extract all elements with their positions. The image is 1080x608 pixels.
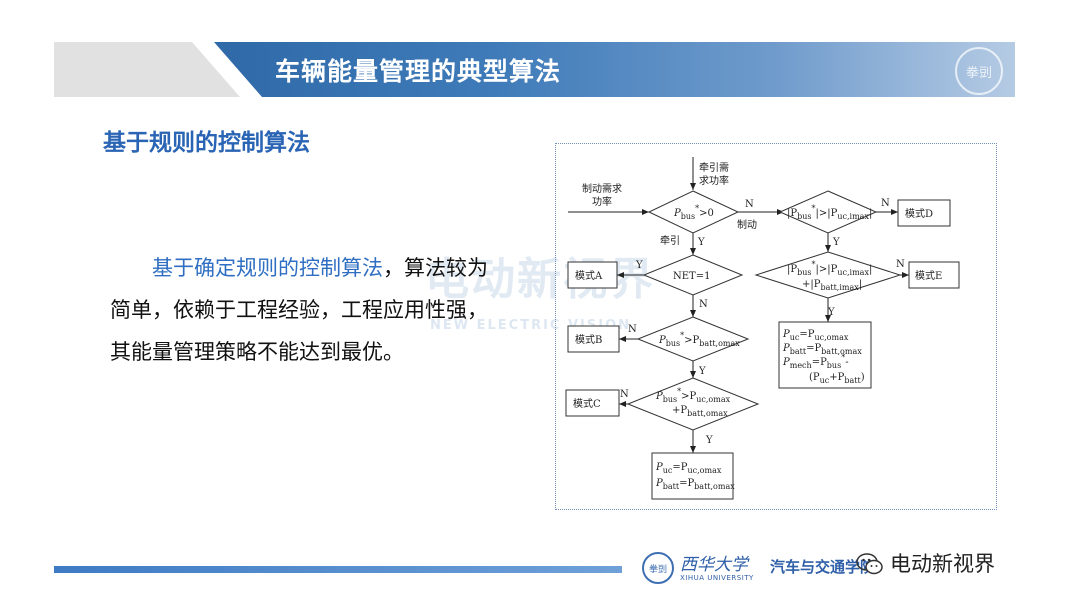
seal-text: 拳剅	[965, 65, 992, 81]
result-right-row-3: Pmech=Pbus*-	[782, 353, 849, 370]
label-traction-demand-2: 求功率	[699, 174, 729, 187]
label-d6-yes: Y	[827, 307, 835, 318]
d3-text: Pbus*>Pbatt,omax	[658, 331, 740, 348]
d6-line2: +|Pbatt,imax|	[802, 279, 862, 292]
page-title: 车辆能量管理的典型算法	[275, 57, 562, 86]
university-seal-icon: 拳剅	[955, 47, 1003, 95]
label-d5-yes: Y	[832, 237, 840, 248]
label-d2-no: N	[699, 299, 708, 310]
mode-d-box	[897, 199, 951, 227]
mode-b-box	[567, 325, 620, 353]
label-d2-yes: Y	[635, 260, 643, 271]
label-braking-demand-1: 制动需求	[582, 182, 622, 195]
result-right-row-2: Pbatt=Pbatt,omax	[782, 343, 862, 356]
mode-a-box	[567, 261, 618, 289]
flowchart-frame: 牵引需 求功率 制动需求 功率 Pbus*>0 N 制动 牵引 Y NET=1 …	[555, 143, 997, 510]
brand-name: 电动新视界	[888, 548, 997, 578]
label-d4-yes: Y	[705, 435, 713, 446]
label-d1-yes: Y	[697, 237, 705, 248]
mode-c-label: 模式C	[573, 397, 601, 410]
label-d5-no: N	[881, 198, 890, 209]
banner-blue-block	[214, 42, 1015, 97]
d1-text: Pbus*>0	[673, 204, 714, 221]
footer-seal-text: 拳剅	[648, 564, 667, 575]
mode-a-label: 模式A	[575, 269, 603, 282]
d4-line1: Pbus*>Puc,omax	[655, 387, 731, 404]
label-d3-no: N	[628, 324, 637, 335]
result-left-row-2: Pbatt=Pbatt,omax	[655, 478, 735, 491]
result-right-row-4: (Puc+Pbatt)	[809, 372, 865, 385]
label-braking-demand-2: 功率	[592, 195, 612, 208]
d5-text: |Pbus*|>|Puc,imax|	[787, 204, 872, 221]
university-logo-icon: 拳剅	[642, 552, 674, 584]
wechat-icon	[856, 553, 883, 575]
label-d4-no: N	[620, 389, 629, 400]
body-rest: ，算法较为简单，依赖于工程经验，工程应用性强，其能量管理策略不能达到最优。	[110, 256, 488, 364]
mode-e-box	[908, 261, 960, 289]
body-paragraph: 基于确定规则的控制算法，算法较为简单，依赖于工程经验，工程应用性强，其能量管理策…	[110, 247, 495, 373]
result-box-traction	[651, 452, 734, 500]
label-braking: 制动	[737, 218, 757, 231]
result-right-row-1: Puc=Puc,omax	[782, 329, 849, 342]
label-traction: 牵引	[660, 235, 680, 247]
d2-text: NET=1	[673, 271, 710, 282]
mode-e-label: 模式E	[915, 269, 942, 282]
label-d1-no: N	[745, 199, 754, 210]
university-name: 西华大学	[680, 555, 748, 575]
college-name: 汽车与交通学院	[770, 558, 876, 576]
section-title: 基于规则的控制算法	[103, 130, 310, 156]
footer-accent-bar	[54, 566, 622, 573]
result-left-row-1: Puc=Puc,omax	[655, 462, 722, 475]
d4-line2: +Pbatt,omax	[672, 405, 728, 418]
body-emphasis: 基于确定规则的控制算法	[152, 256, 383, 280]
mode-b-label: 模式B	[575, 333, 602, 346]
mode-c-box	[565, 389, 620, 417]
label-traction-demand-1: 牵引需	[699, 162, 729, 174]
decision-uc-batt-limit	[626, 377, 760, 431]
label-d3-yes: Y	[698, 366, 706, 377]
result-box-braking	[778, 321, 872, 389]
header-banner: 车辆能量管理的典型算法 拳剅	[54, 42, 1015, 97]
university-name-en: XIHUA UNIVERSITY	[680, 574, 754, 582]
label-d6-no: N	[896, 259, 905, 270]
flowchart: 牵引需 求功率 制动需求 功率 Pbus*>0 N 制动 牵引 Y NET=1 …	[565, 157, 960, 500]
d6-line1: |Pbus*|>|Puc,imax|	[787, 260, 872, 277]
mode-d-label: 模式D	[905, 207, 933, 220]
